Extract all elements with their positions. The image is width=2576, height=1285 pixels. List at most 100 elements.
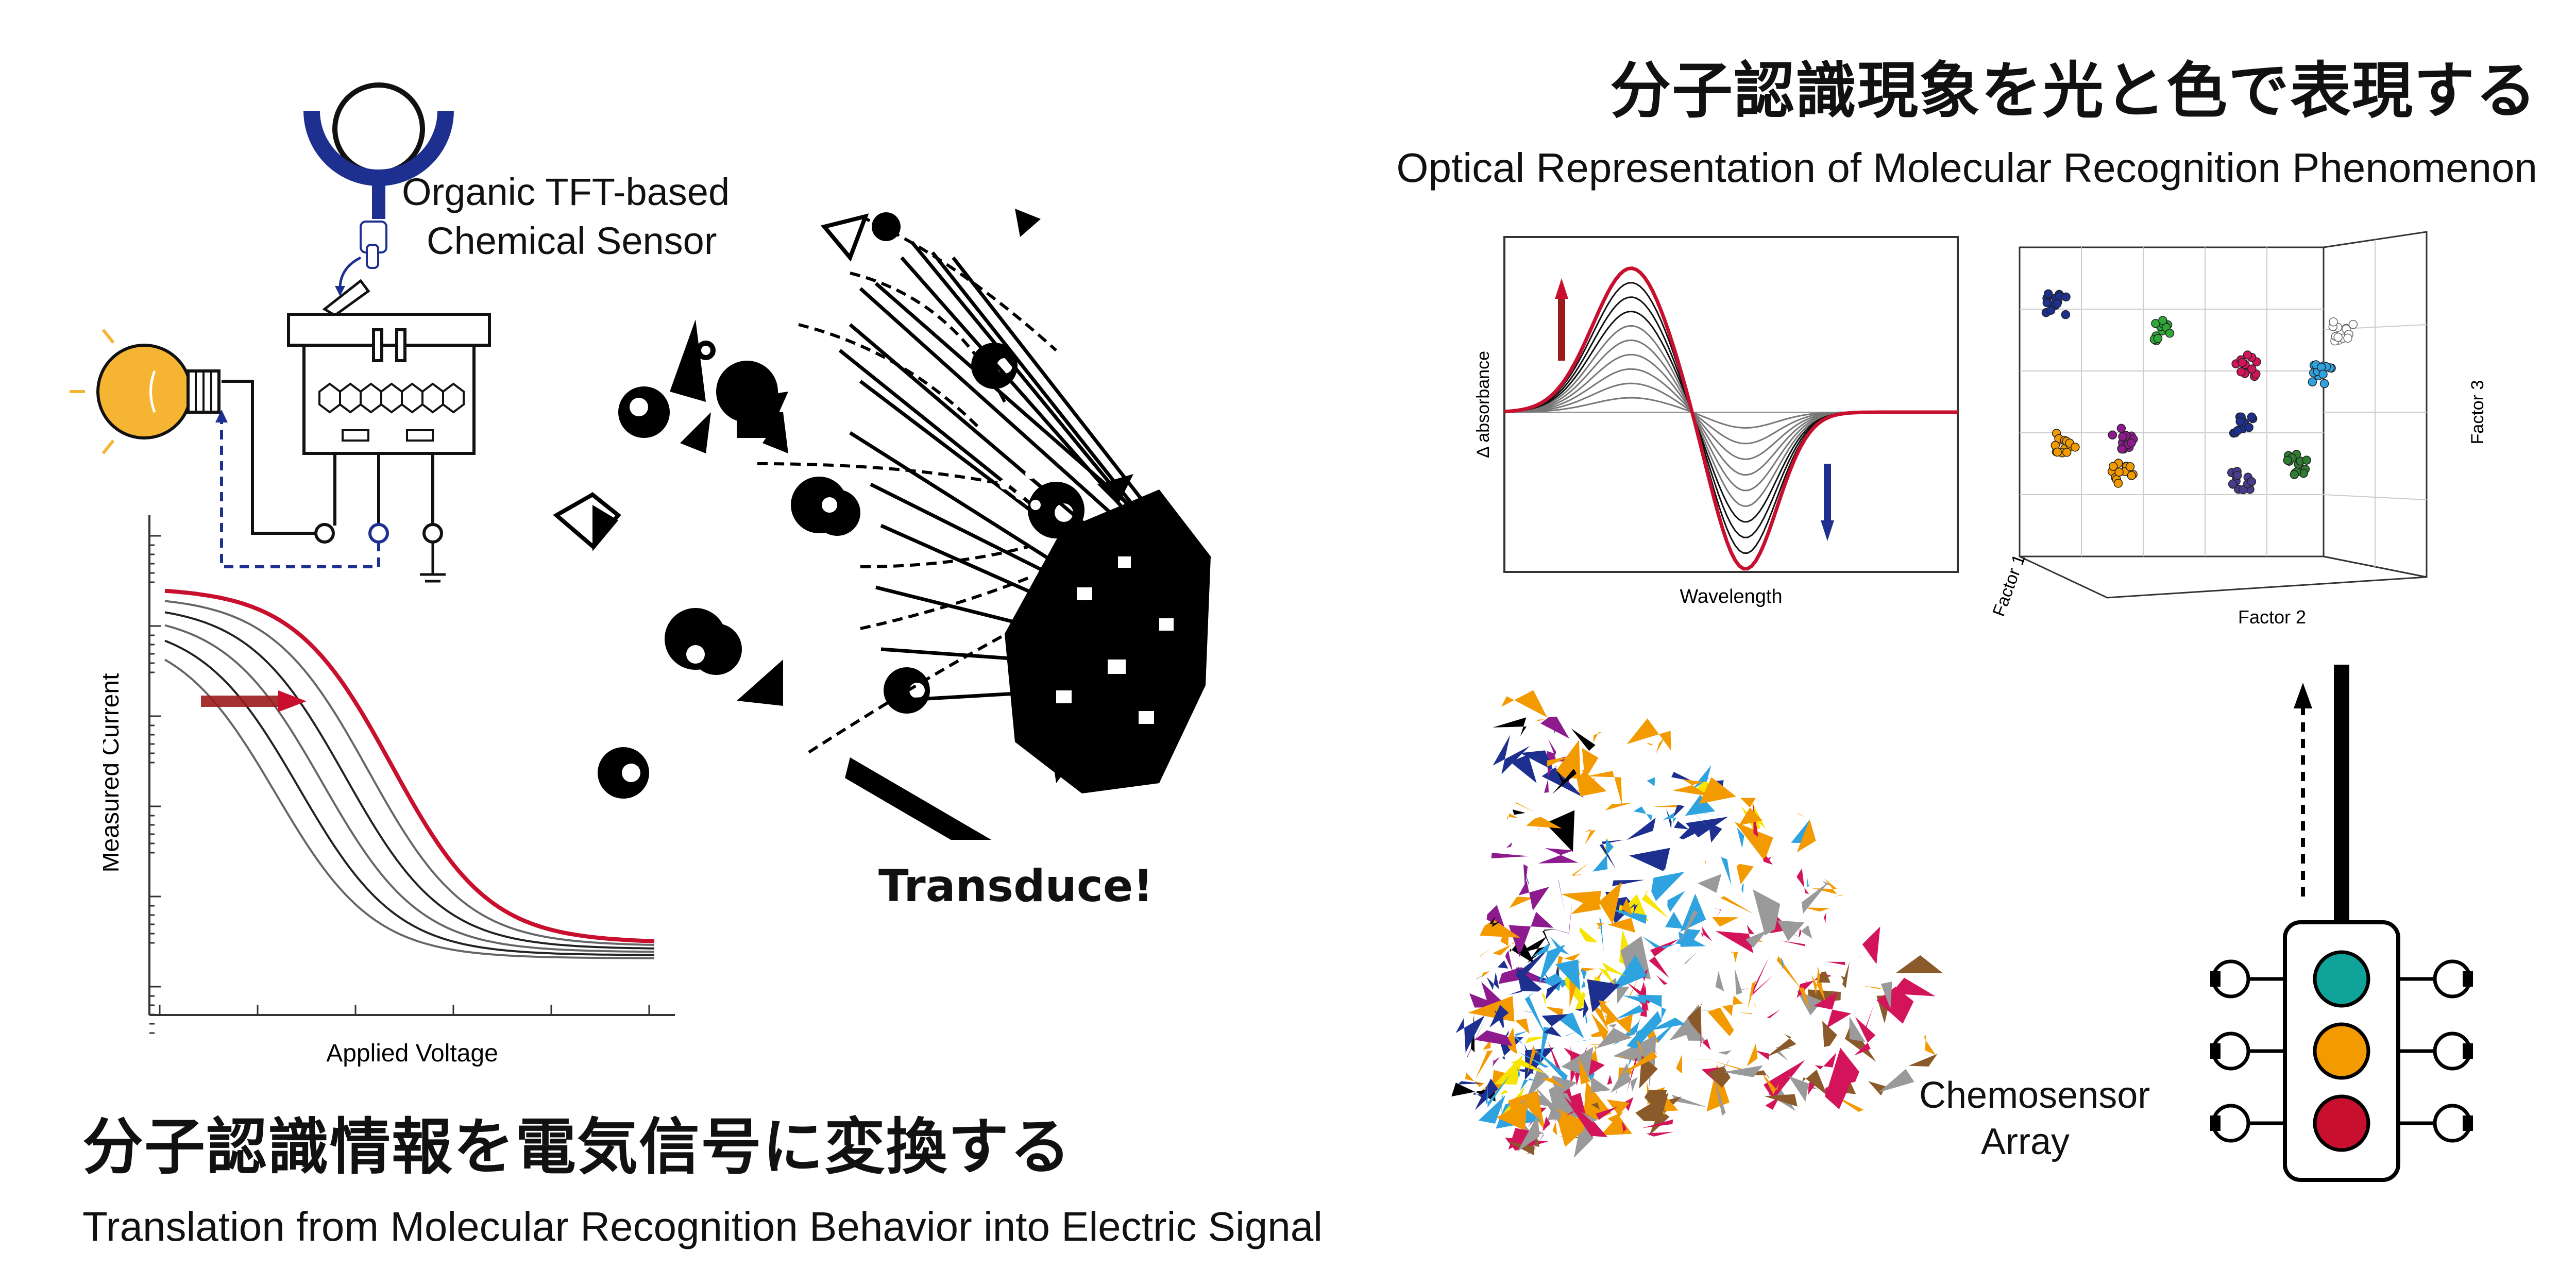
color-shard (1558, 880, 1565, 914)
color-shard (1698, 874, 1722, 893)
color-shard (1535, 719, 1545, 722)
color-shard (1519, 763, 1527, 769)
chemosensor-array-icon (2210, 665, 2473, 1182)
color-shard (1635, 1093, 1669, 1122)
color-shard (1862, 926, 1880, 965)
color-shard (1908, 1054, 1938, 1067)
iv-chart: Measured Current Applied Voltage (103, 515, 675, 1067)
color-shard (1583, 999, 1589, 1019)
pca-point (2127, 471, 2137, 480)
color-shard (1767, 857, 1771, 864)
color-shard (1720, 896, 1754, 915)
decrease-arrow-icon (1821, 464, 1834, 541)
color-shard (1642, 1119, 1673, 1128)
finger-pointer-icon (360, 221, 387, 269)
color-shard (1531, 942, 1566, 985)
pca-ylabel: Factor 3 (2468, 380, 2487, 445)
color-shard (1715, 924, 1755, 953)
color-shard (1712, 917, 1739, 927)
color-shard (1543, 1116, 1550, 1131)
color-shard (1509, 911, 1554, 957)
transduce-arrow-icon (845, 757, 992, 840)
color-shard (1516, 936, 1550, 963)
color-shard (1506, 842, 1513, 848)
iv-curve (164, 611, 655, 950)
color-shard (1577, 771, 1607, 797)
iv-xlabel: Applied Voltage (326, 1040, 498, 1067)
color-shard (1489, 1073, 1490, 1075)
color-shard (1685, 817, 1728, 838)
color-shard (1612, 880, 1645, 886)
color-shard (1747, 1043, 1758, 1067)
color-shard (1575, 1008, 1585, 1011)
color-shard (1545, 1006, 1564, 1017)
pca-point (2165, 328, 2175, 338)
color-shard (1513, 809, 1526, 815)
pca-point (2329, 317, 2338, 327)
color-shard (1493, 735, 1530, 774)
color-shard (1507, 813, 1518, 821)
color-shard (1548, 1040, 1561, 1072)
color-shard (1756, 1051, 1770, 1060)
color-shard (1584, 829, 1596, 845)
spectrum-ylabel: Δ absorbance (1473, 351, 1493, 458)
color-shard (1878, 1069, 1914, 1093)
pca-zlabel: Factor 1 (1989, 552, 2029, 619)
pca-point (2348, 319, 2358, 329)
color-shard (1738, 1012, 1752, 1015)
color-shard (1557, 1012, 1584, 1039)
color-shard (1511, 1058, 1547, 1074)
iv-curve (164, 624, 655, 953)
color-shard (1856, 955, 1864, 957)
pca-point (2113, 479, 2123, 488)
iv-curve (164, 658, 654, 959)
color-shard (1596, 1024, 1632, 1049)
color-shard (1734, 821, 1773, 859)
color-shard (1736, 864, 1754, 885)
iv-curve-highlight (164, 588, 655, 943)
color-shard (1607, 1075, 1613, 1085)
color-shard (1781, 957, 1784, 970)
color-shard (1499, 1090, 1509, 1095)
color-shard (1479, 947, 1493, 960)
color-shard (1541, 1077, 1565, 1089)
color-shard (1705, 858, 1706, 865)
color-shard (1526, 817, 1562, 829)
pca-point (2116, 424, 2126, 433)
color-shard (1622, 995, 1648, 1004)
color-shard (1702, 1039, 1711, 1051)
color-shard (1646, 1131, 1674, 1137)
color-shard (1797, 813, 1805, 817)
color-shard (1801, 925, 1812, 939)
color-shard (1545, 810, 1575, 852)
color-shard (1524, 992, 1547, 1037)
color-shard (1515, 801, 1536, 813)
color-shard (1672, 779, 1710, 797)
pca-point (2290, 470, 2299, 479)
pca-point (2319, 379, 2329, 388)
color-shard (1679, 1059, 1711, 1060)
pca-point (2118, 432, 2127, 442)
pca-point (2247, 477, 2257, 486)
color-shard (1709, 825, 1722, 843)
pca-point (2238, 358, 2247, 367)
color-shard (1542, 929, 1557, 949)
color-shard (1642, 936, 1676, 949)
color-shard (1547, 756, 1569, 767)
color-shard (1605, 803, 1632, 810)
pca-point (2233, 426, 2242, 435)
color-shard (1649, 939, 1679, 978)
color-shard (1797, 819, 1816, 853)
color-shard (1649, 1077, 1651, 1089)
color-shard (1723, 1065, 1763, 1077)
color-shard (1652, 805, 1681, 807)
color-shard (1571, 728, 1596, 751)
color-shard (1671, 772, 1693, 782)
color-shard (1543, 900, 1572, 934)
color-shard (1608, 1111, 1623, 1124)
color-shard (1598, 1000, 1609, 1006)
color-shard (1554, 1107, 1584, 1147)
color-shard (1555, 767, 1564, 785)
sensor-label-line1: Organic TFT-based (402, 171, 730, 213)
color-shard (1823, 881, 1833, 886)
